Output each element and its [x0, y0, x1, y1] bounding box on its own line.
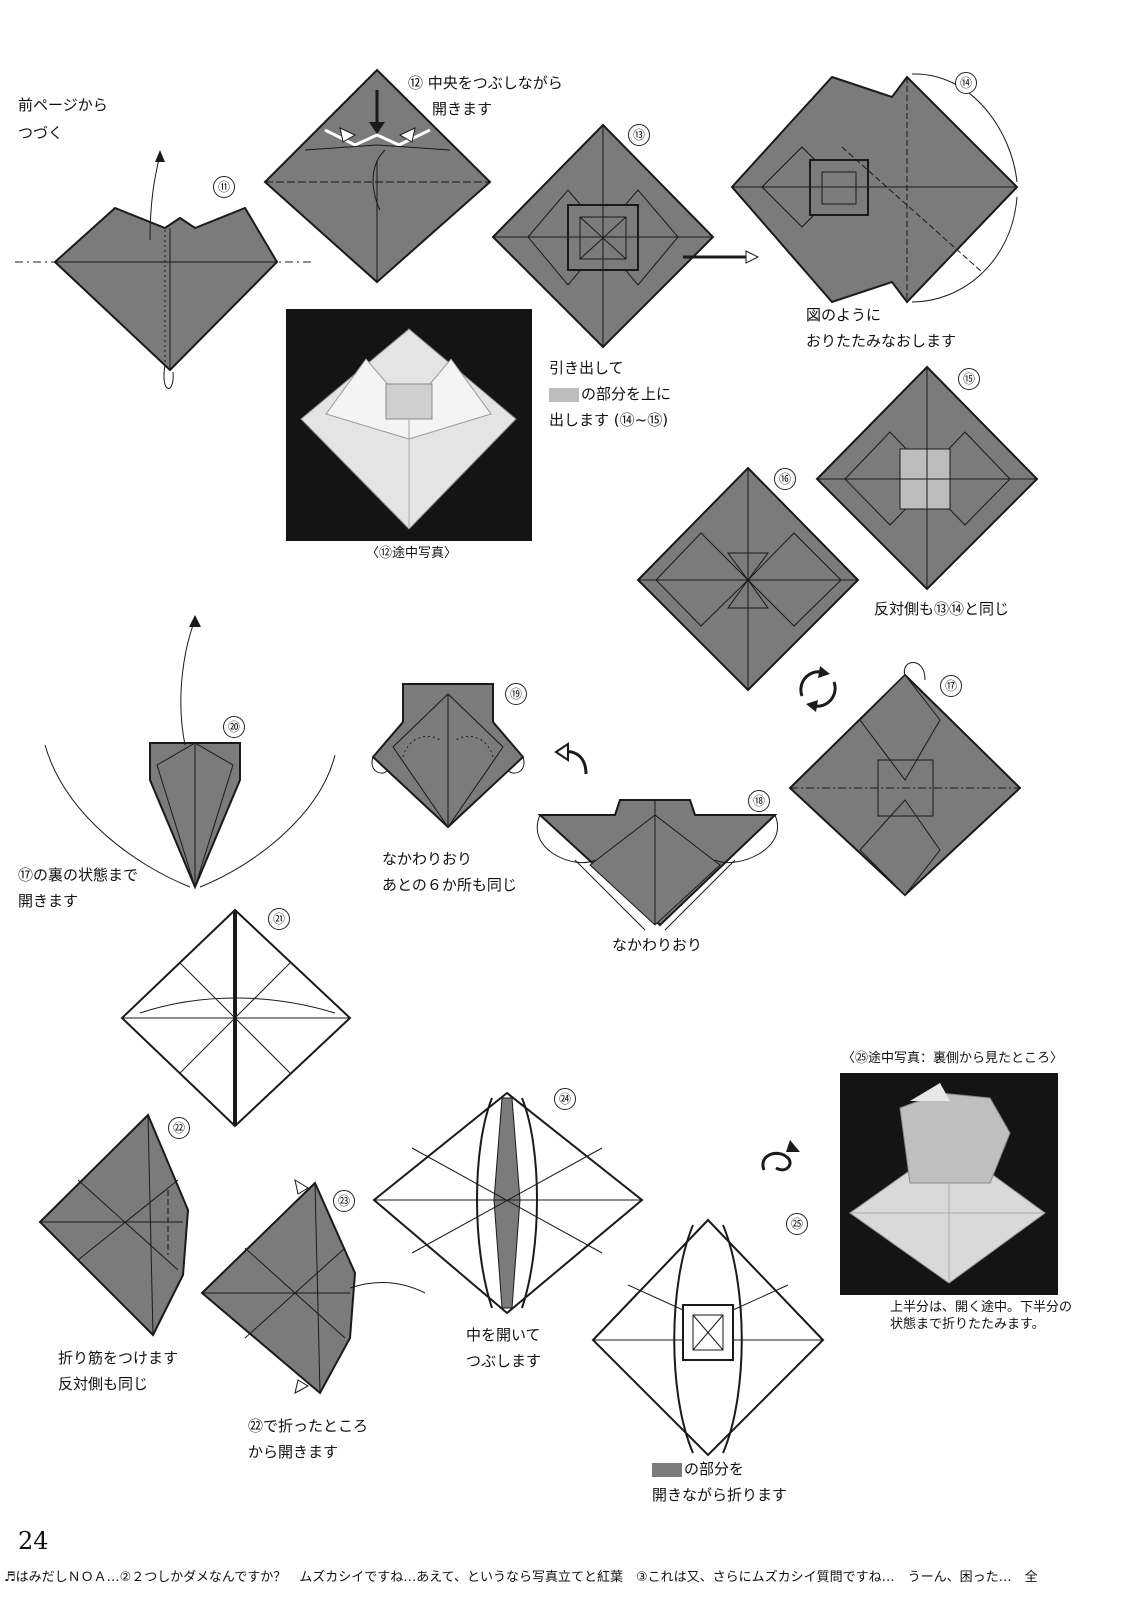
caption-step-22-line-1: 折り筋をつけます: [58, 1349, 179, 1367]
caption-step-20-line-1: ⑰の裏の状態まで: [18, 866, 139, 884]
photo-step-25: [840, 1073, 1058, 1295]
rotate-icon: [799, 666, 837, 712]
page-number: 24: [18, 1527, 49, 1555]
photo-step-25-note-2: 状態まで折りたたみます。: [890, 1317, 1045, 1332]
step-number-20: ⑳: [223, 716, 245, 738]
step-number-18: ⑱: [748, 790, 770, 812]
caption-step-13-line-3: 出します (⑭~⑮): [549, 411, 669, 429]
caption-step-18: なかわりおり: [612, 936, 703, 954]
step-number-15: ⑮: [958, 368, 980, 390]
caption-step-13-line-2: の部分を上に: [549, 381, 671, 407]
step-number-24: ㉔: [554, 1088, 576, 1110]
caption-step-25-line-1-text: の部分を: [684, 1460, 745, 1478]
diagram-step-13: [491, 123, 760, 349]
diagram-step-12: [263, 68, 492, 284]
highlight-swatch: [549, 387, 579, 402]
caption-step-23-line-1: ㉒で折ったところ: [248, 1417, 369, 1435]
step-number-11: ⑪: [213, 176, 235, 198]
step-number-13: ⑬: [628, 124, 650, 146]
caption-step-25-line-2: 開きながら折ります: [652, 1486, 788, 1504]
step-number-21: ㉑: [268, 908, 290, 930]
intro-line-1: 前ページから: [18, 96, 108, 114]
gray-swatch: [652, 1462, 682, 1477]
footer-note: ♬はみだしＮＯＡ…②２つしかダメなんですか？ ムズカシイですね…あえて、というな…: [4, 1570, 1038, 1585]
photo-step-12-caption: 〈⑫途中写真〉: [366, 546, 458, 561]
diagram-step-11: [15, 150, 315, 389]
caption-step-23-line-2: から開きます: [248, 1443, 339, 1461]
diagram-step-25: [591, 1218, 825, 1457]
caption-step-24-line-2: つぶします: [466, 1352, 542, 1370]
diagram-step-21: [120, 908, 352, 1128]
diagram-step-15: [815, 365, 1039, 591]
caption-step-13-line-2-text: の部分を上に: [581, 385, 672, 403]
caption-step-19-line-2: あとの６か所も同じ: [382, 876, 517, 894]
caption-step-22-line-2: 反対側も同じ: [58, 1375, 149, 1393]
diagram-step-19: [371, 683, 525, 829]
caption-step-12-line-1: ⑫ 中央をつぶしながら: [408, 74, 563, 92]
photo-step-12: [286, 309, 532, 541]
caption-step-14-line-1: 図のように: [806, 306, 882, 324]
caption-step-24-line-1: 中を開いて: [466, 1326, 541, 1344]
step-number-23: ㉓: [333, 1190, 355, 1212]
diagram-step-24: [372, 1091, 644, 1315]
photo-step-25-caption: 〈㉕途中写真：裏側から見たところ〉: [842, 1051, 1064, 1066]
curved-arrow-icon: [554, 742, 588, 775]
turn-over-icon: [761, 1140, 800, 1172]
diagram-step-14: [730, 73, 1019, 304]
step-number-19: ⑲: [505, 683, 527, 705]
step-number-16: ⑯: [774, 468, 796, 490]
caption-step-19-line-1: なかわりおり: [382, 850, 473, 868]
caption-step-13-line-1: 引き出して: [549, 359, 624, 377]
diagram-step-16: [636, 466, 860, 692]
step-number-25: ㉕: [786, 1213, 808, 1235]
diagram-step-17: [788, 662, 1022, 897]
diagram-step-20: [44, 615, 336, 890]
caption-step-12-line-2: 開きます: [432, 100, 493, 118]
step-number-17: ⑰: [940, 675, 962, 697]
photo-step-25-note-1: 上半分は、開く途中。下半分の: [890, 1300, 1073, 1315]
intro-line-2: つづく: [18, 124, 64, 142]
caption-step-16: 反対側も⑬⑭と同じ: [874, 600, 1010, 618]
diagram-step-18: [536, 799, 778, 931]
diagram-step-22: [38, 1113, 190, 1337]
caption-step-14-line-2: おりたたみなおします: [806, 332, 957, 350]
diagram-step-23: [200, 1178, 426, 1395]
step-number-14: ⑭: [955, 72, 977, 94]
step-number-22: ㉒: [168, 1117, 190, 1139]
caption-step-25-line-1: の部分を: [652, 1456, 744, 1482]
caption-step-20-line-2: 開きます: [18, 892, 79, 910]
